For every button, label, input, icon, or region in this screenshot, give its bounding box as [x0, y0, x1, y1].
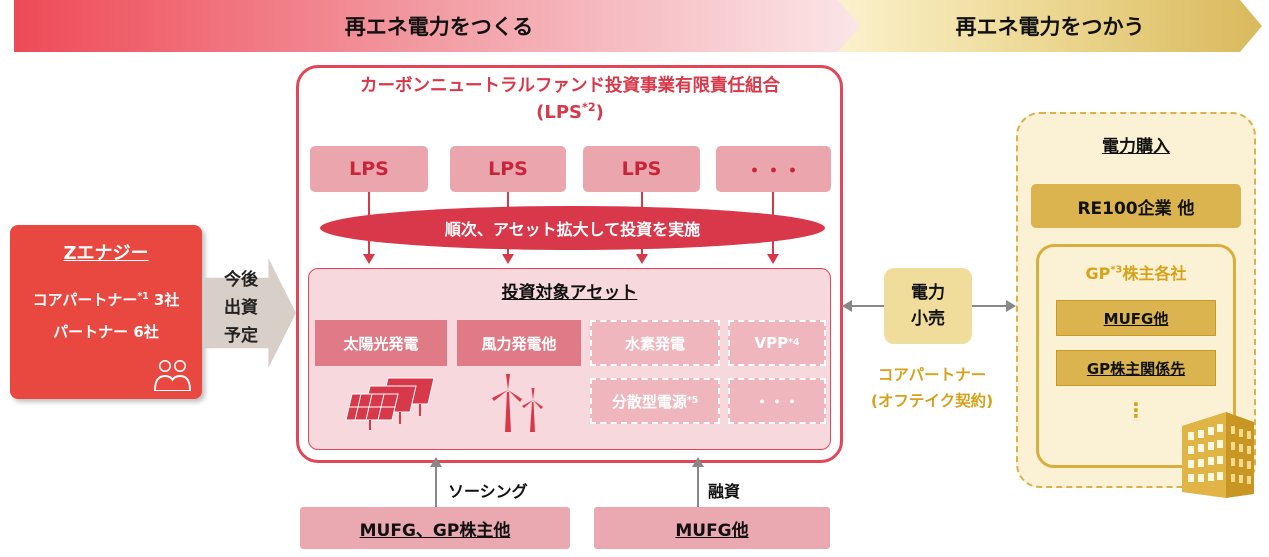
- lps-box-more: ・・・: [716, 146, 831, 192]
- asset-vpp: VPP*4: [728, 320, 826, 366]
- asset-distributed: 分散型電源*5: [590, 378, 720, 424]
- sourcing-arrow: [430, 457, 442, 507]
- gp-shareholders-title: GP*3株主各社: [1036, 260, 1236, 284]
- gp-title-suffix: 株主各社: [1122, 264, 1187, 283]
- solar-panel-icon: [345, 377, 435, 430]
- arrow-fund-retail: [842, 300, 884, 312]
- retail-note-line-2: (オフテイク契約): [870, 392, 994, 410]
- fund-title: カーボンニュートラルファンド投資事業有限責任組合: [360, 76, 780, 96]
- gp-more-dots: ⋮: [1126, 398, 1146, 422]
- asset-distributed-label: 分散型電源: [611, 392, 687, 411]
- retail-note-line-1: コアパートナー: [877, 366, 987, 384]
- sourcing-label: ソーシング: [448, 482, 528, 501]
- retail-line-1: 電力: [911, 283, 945, 303]
- core-partner-count: 3社: [148, 291, 180, 309]
- asset-solar: 太陽光発電: [315, 320, 447, 366]
- gp-title-prefix: GP: [1085, 264, 1111, 283]
- invest-plan-text: 今後 出資 予定: [212, 266, 270, 350]
- sourcing-partners-box: MUFG、GP株主他: [300, 507, 570, 549]
- asset-vpp-label: VPP: [754, 334, 789, 352]
- fund-sub-footnote: *2: [582, 101, 596, 114]
- core-partner-footnote: *1: [137, 291, 149, 302]
- people-icon: [154, 360, 191, 391]
- asset-hydrogen: 水素発電: [590, 320, 720, 366]
- financing-arrow: [692, 457, 704, 507]
- invest-text-line-3: 予定: [224, 326, 258, 346]
- core-partner-label: コアパートナー: [32, 291, 138, 309]
- re100-companies-box: RE100企業 他: [1031, 184, 1241, 228]
- investment-assets-title: 投資対象アセット: [501, 283, 638, 303]
- power-retail-box: 電力 小売: [884, 268, 972, 344]
- fund-sub-suffix: ): [595, 102, 604, 123]
- retail-offtake-note: コアパートナー (オフテイク契約): [848, 362, 1016, 414]
- banner-use-renewable: 再エネ電力をつかう: [838, 0, 1262, 52]
- banner-use-label: 再エネ電力をつかう: [955, 15, 1145, 39]
- retail-line-2: 小売: [911, 309, 945, 329]
- lps-box-3: LPS: [583, 146, 700, 192]
- banner-create-renewable: 再エネ電力をつくる: [14, 0, 864, 52]
- invest-text-line-2: 出資: [224, 298, 258, 318]
- z-energy-title: Zエナジー: [63, 243, 149, 264]
- building-icon: [1182, 412, 1254, 498]
- power-purchase-title: 電力購入: [1102, 137, 1170, 157]
- gp-item-mufg: MUFG他: [1056, 300, 1216, 336]
- wind-turbine-icon: [492, 374, 543, 432]
- z-energy-box: Zエナジー コアパートナー*1 3社 パートナー 6社: [10, 225, 202, 399]
- invest-text-line-1: 今後: [224, 270, 258, 290]
- financing-label: 融資: [708, 482, 741, 501]
- z-energy-partners: パートナー 6社: [53, 323, 159, 341]
- financing-partners-box: MUFG他: [594, 507, 830, 549]
- gp-title-footnote: *3: [1110, 264, 1123, 276]
- banner-create-label: 再エネ電力をつくる: [344, 15, 534, 39]
- lps-box-2: LPS: [450, 146, 566, 192]
- asset-more: ・・・: [728, 378, 826, 424]
- asset-wind: 風力発電他: [457, 320, 581, 366]
- fund-subtitle: (LPS*2): [300, 102, 840, 123]
- gp-item-related: GP株主関係先: [1056, 350, 1216, 386]
- sequential-investment-banner: 順次、アセット拡大して投資を実施: [320, 206, 825, 250]
- lps-box-1: LPS: [310, 146, 428, 192]
- arrow-retail-purchase: [972, 300, 1016, 312]
- z-energy-core-partners: コアパートナー*1 3社: [10, 289, 202, 310]
- fund-sub-prefix: (LPS: [536, 102, 582, 123]
